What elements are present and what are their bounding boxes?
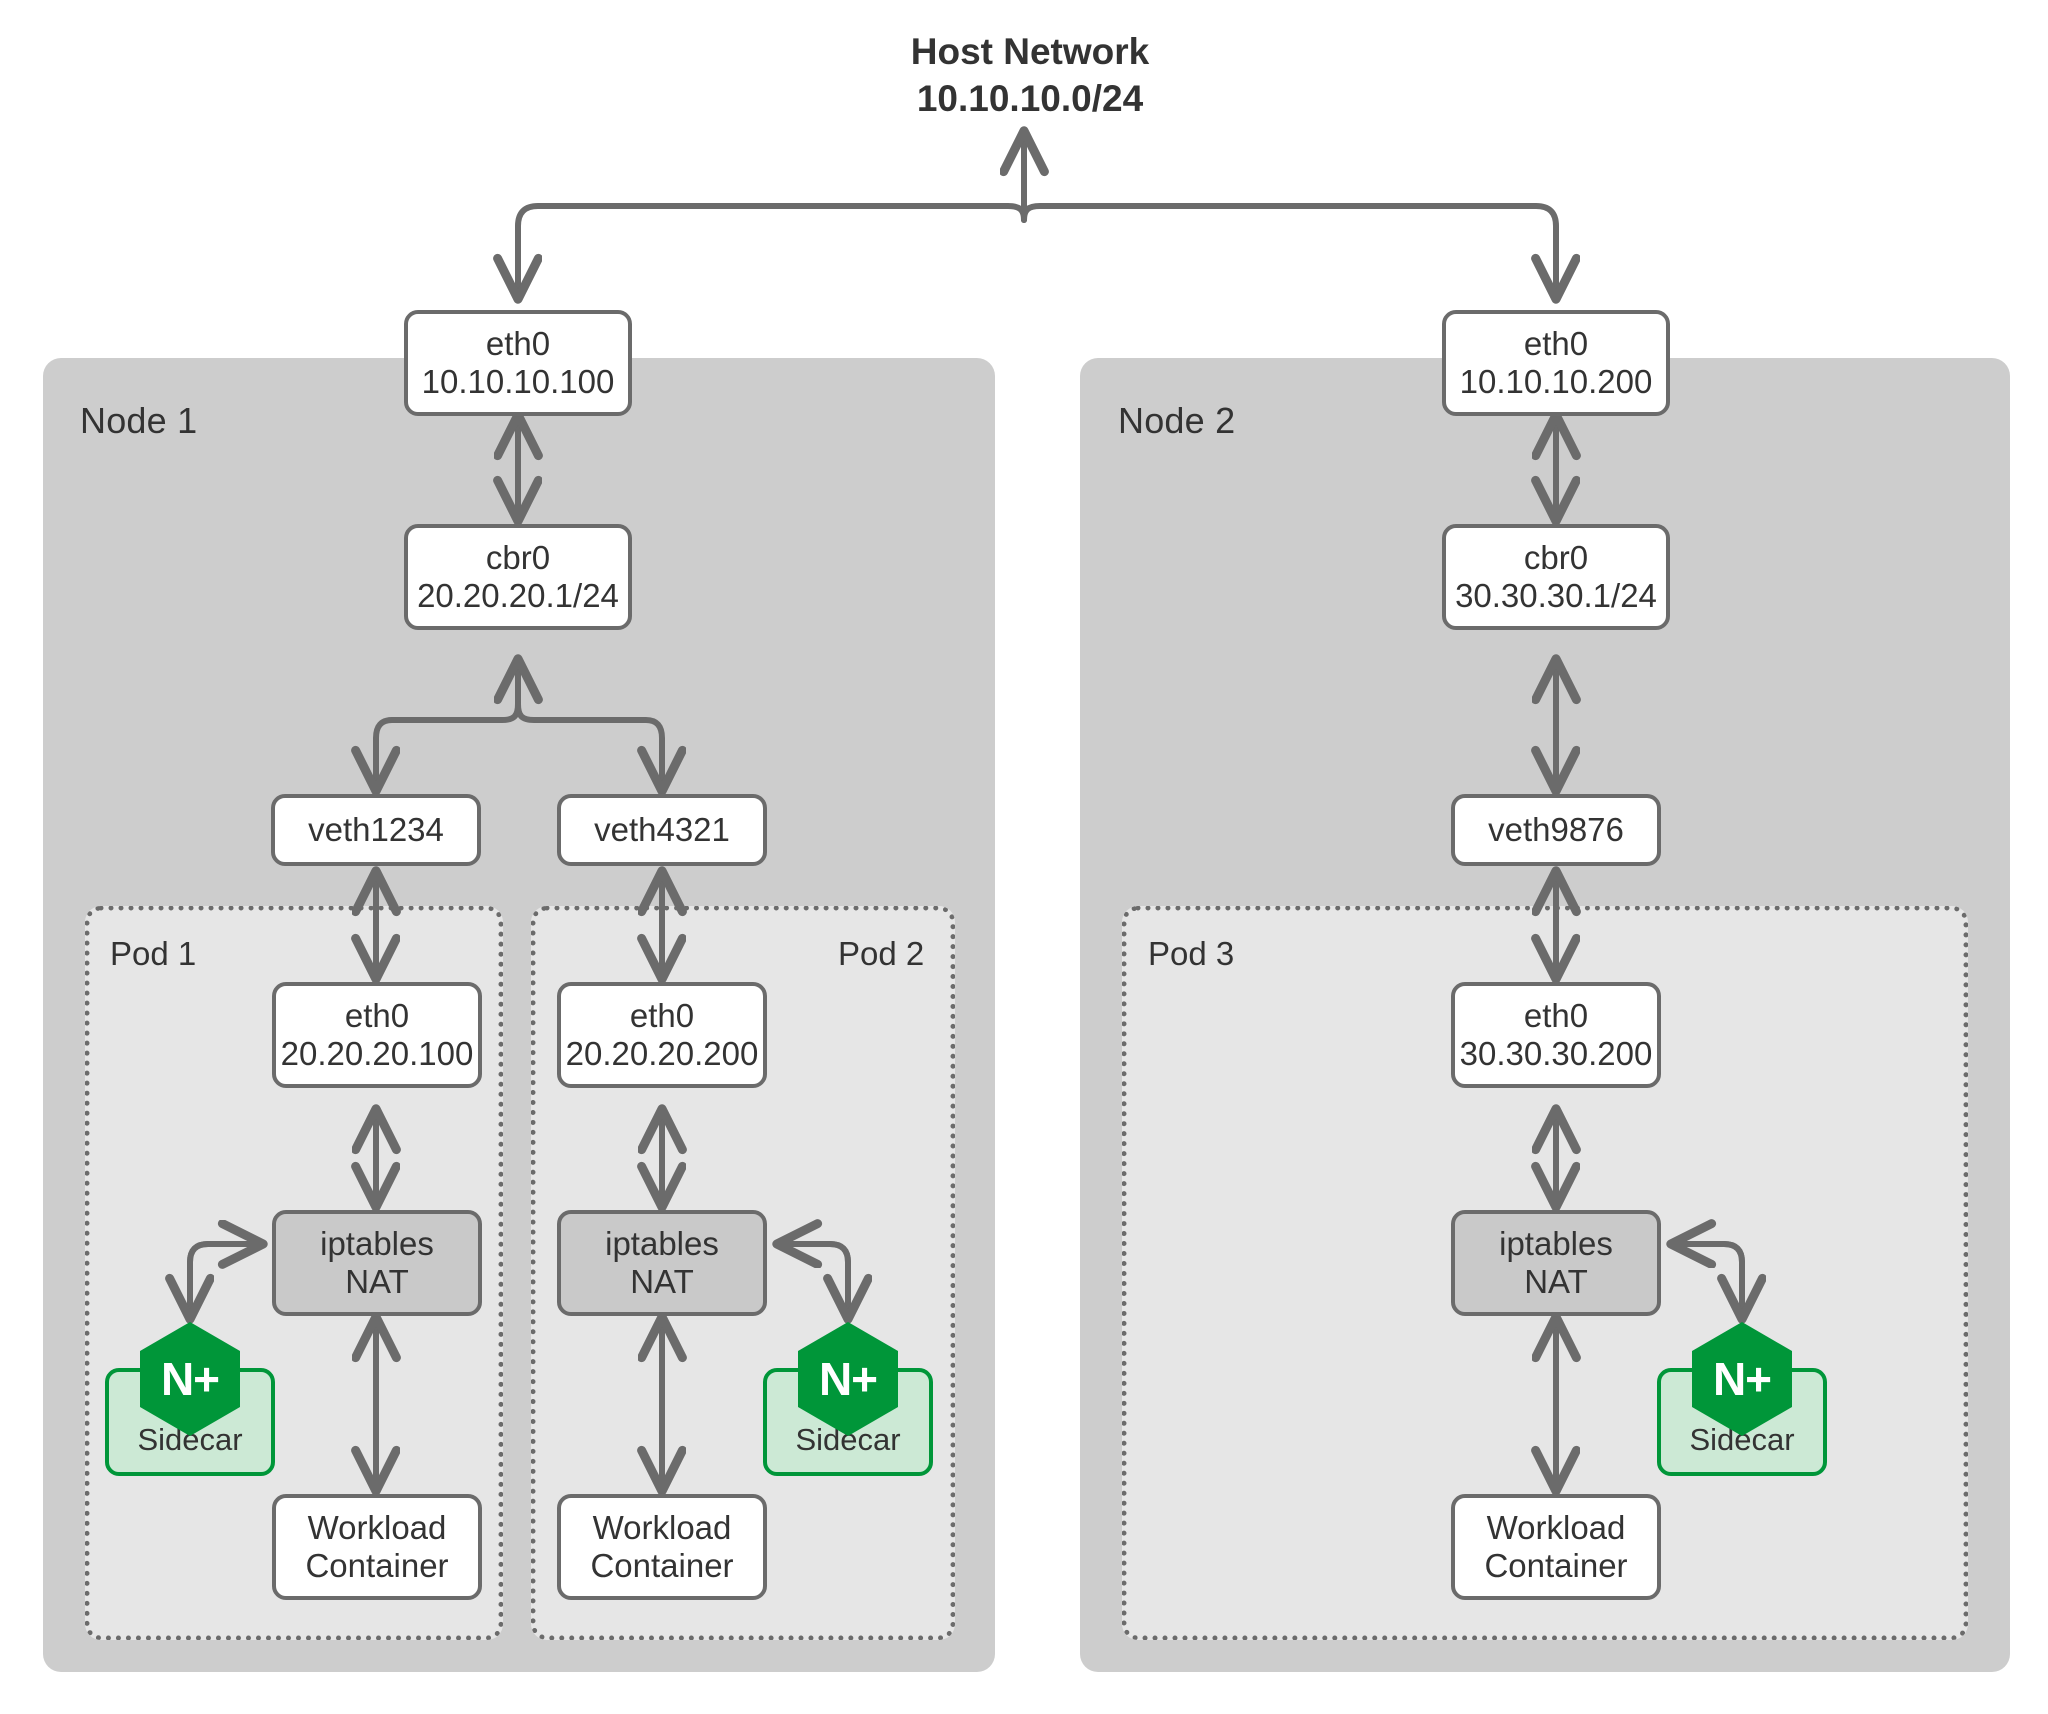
node-2-cbr0-box[interactable]: cbr0 30.30.30.1/24 [1442, 524, 1670, 630]
node-2-veth9876-label: veth9876 [1488, 810, 1624, 848]
pod-3-iptables-line2: NAT [1524, 1263, 1588, 1300]
node-1-label: Node 1 [80, 400, 198, 441]
pod-2-eth0-box[interactable]: eth0 20.20.20.200 [557, 982, 767, 1088]
pod-1-label: Pod 1 [110, 935, 197, 972]
pod-3-eth0-name: eth0 [1523, 996, 1589, 1034]
node-1-cbr0-ip: 20.20.20.1/24 [417, 577, 619, 614]
node-2-eth0-name: eth0 [1523, 324, 1589, 362]
pod-3-nginx-plus-icon: N+ [1689, 1320, 1795, 1438]
pod-2-workload-line1: Workload [592, 1508, 732, 1546]
pod-3-nginx-plus-text: N+ [1712, 1353, 1772, 1405]
pod-1-eth0-name: eth0 [344, 996, 410, 1034]
pod-1-workload-container-box[interactable]: Workload Container [272, 1494, 482, 1600]
pod-1-iptables-nat-box[interactable]: iptables NAT [272, 1210, 482, 1316]
host-network-cidr: 10.10.10.0/24 [916, 78, 1144, 120]
pod-3-workload-line2: Container [1484, 1547, 1628, 1584]
node-2-eth0-ip: 10.10.10.200 [1459, 363, 1653, 400]
pod-1-nginx-plus-text: N+ [160, 1353, 220, 1405]
node-1-veth4321-box[interactable]: veth4321 [557, 794, 767, 866]
pod-3-eth0-ip: 30.30.30.200 [1459, 1035, 1653, 1072]
node-1-veth4321-label: veth4321 [594, 810, 730, 848]
pod-2-nginx-plus-icon: N+ [795, 1320, 901, 1438]
node-2-label: Node 2 [1118, 400, 1236, 441]
pod-2-label: Pod 2 [838, 935, 925, 972]
pod-2-iptables-nat-box[interactable]: iptables NAT [557, 1210, 767, 1316]
node-2-cbr0-ip: 30.30.30.1/24 [1455, 577, 1657, 614]
pod-3-iptables-line1: iptables [1499, 1224, 1613, 1262]
pod-2-eth0-ip: 20.20.20.200 [565, 1035, 759, 1072]
pod-1-nginx-plus-icon: N+ [137, 1320, 243, 1438]
pod-2-iptables-line1: iptables [605, 1224, 719, 1262]
node-2-eth0-box[interactable]: eth0 10.10.10.200 [1442, 310, 1670, 416]
pod-3-workload-line1: Workload [1486, 1508, 1626, 1546]
node-2-veth9876-box[interactable]: veth9876 [1451, 794, 1661, 866]
pod-3-label: Pod 3 [1148, 935, 1235, 972]
pod-1-workload-line2: Container [305, 1547, 449, 1584]
pod-1-workload-line1: Workload [307, 1508, 447, 1546]
pod-3-iptables-nat-box[interactable]: iptables NAT [1451, 1210, 1661, 1316]
pod-1-iptables-line2: NAT [345, 1263, 409, 1300]
node-1-cbr0-name: cbr0 [485, 538, 551, 576]
pod-2-iptables-line2: NAT [630, 1263, 694, 1300]
node-2-cbr0-name: cbr0 [1523, 538, 1589, 576]
pod-3-workload-container-box[interactable]: Workload Container [1451, 1494, 1661, 1600]
pod-2-nginx-plus-text: N+ [818, 1353, 878, 1405]
node-1-cbr0-box[interactable]: cbr0 20.20.20.1/24 [404, 524, 632, 630]
page-title: Host Network 10.10.10.0/24 [830, 28, 1230, 123]
node-1-eth0-box[interactable]: eth0 10.10.10.100 [404, 310, 632, 416]
host-network-label: Host Network [910, 31, 1150, 72]
node-1-veth1234-box[interactable]: veth1234 [271, 794, 481, 866]
pod-2-workload-container-box[interactable]: Workload Container [557, 1494, 767, 1600]
pod-1-eth0-ip: 20.20.20.100 [280, 1035, 474, 1072]
pod-1-iptables-line1: iptables [320, 1224, 434, 1262]
pod-2-eth0-name: eth0 [629, 996, 695, 1034]
node-1-veth1234-label: veth1234 [308, 810, 444, 848]
node-1-eth0-name: eth0 [485, 324, 551, 362]
node-1-eth0-ip: 10.10.10.100 [421, 363, 615, 400]
pod-2-workload-line2: Container [590, 1547, 734, 1584]
pod-3-eth0-box[interactable]: eth0 30.30.30.200 [1451, 982, 1661, 1088]
pod-1-eth0-box[interactable]: eth0 20.20.20.100 [272, 982, 482, 1088]
